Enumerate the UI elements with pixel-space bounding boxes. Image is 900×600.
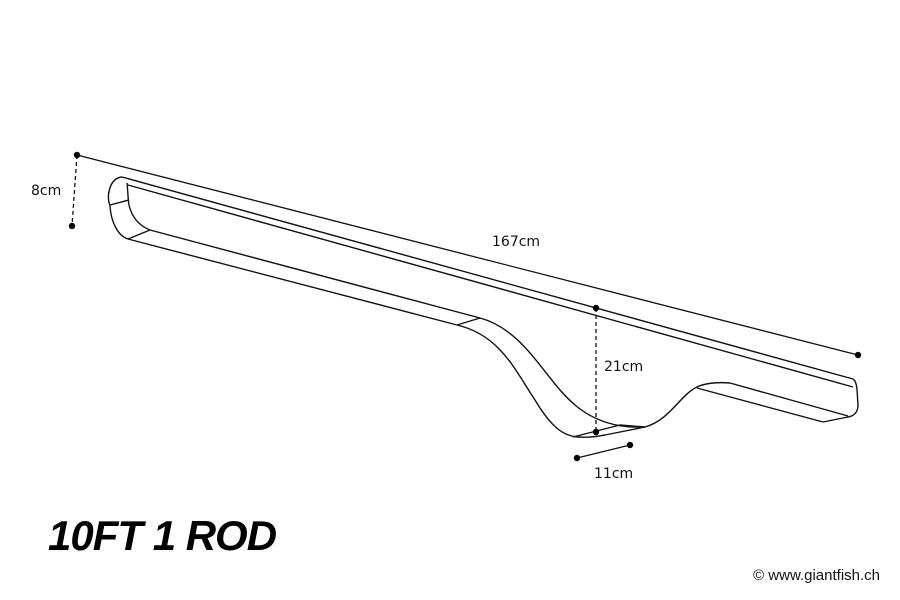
length-label: 167cm <box>492 234 541 250</box>
top-edge <box>121 176 854 380</box>
right-end-cap <box>822 378 859 423</box>
left-end-cap <box>107 176 129 240</box>
rod-bag-outline <box>107 176 859 438</box>
copyright-credit: © www.giantfish.ch <box>753 567 880 584</box>
dip-outer <box>456 324 606 438</box>
left-inner-curve <box>126 182 151 231</box>
dip-height-label: 21cm <box>604 359 644 375</box>
front-inner-edge <box>149 229 481 319</box>
end-height-label: 8cm <box>31 183 62 199</box>
hump <box>604 381 731 436</box>
top-inner-edge <box>127 184 854 388</box>
dimension-lines <box>68 151 862 462</box>
dip-width-dimension-line <box>576 444 631 459</box>
product-title: 10FT 1 ROD <box>48 512 277 559</box>
length-dimension-line <box>76 154 859 356</box>
front-bottom-edge <box>127 238 458 326</box>
end-height-dimension-line <box>71 154 78 227</box>
dip-width-label: 11cm <box>594 466 634 482</box>
